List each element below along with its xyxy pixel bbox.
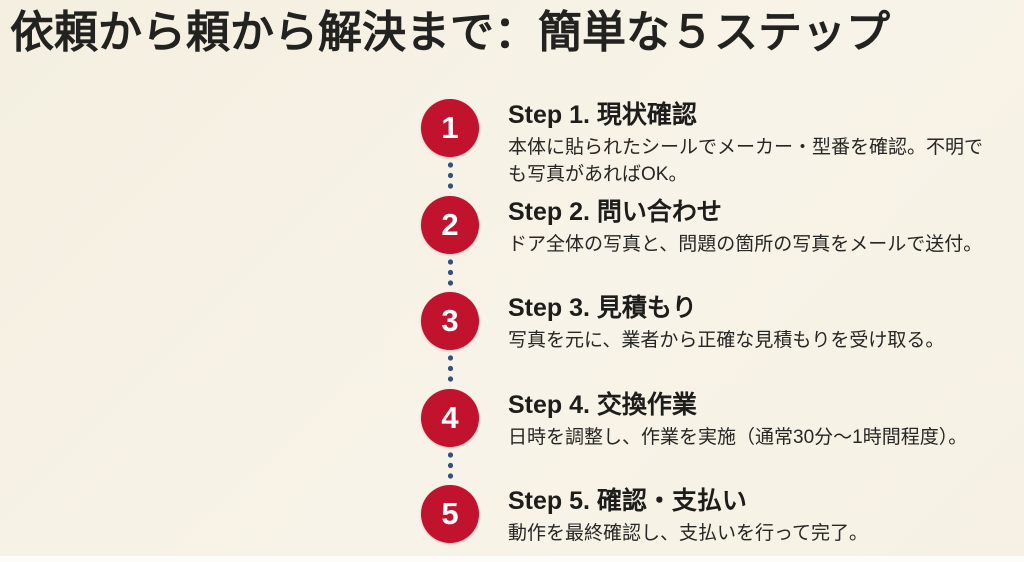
step-title: Step 1. 現状確認 <box>508 101 697 129</box>
step-content: Step 2. 問い合わせ ドア全体の写真と、問題の箇所の写真をメールで送付。 <box>479 196 999 258</box>
step-number: 3 <box>441 303 459 338</box>
step-item-3: 3 Step 3. 見積もり 写真を元に、業者から正確な見積もりを受け取る。 <box>421 292 1016 389</box>
step-number-badge: 2 <box>421 195 479 254</box>
step-item-2: 2 Step 2. 問い合わせ ドア全体の写真と、問題の箇所の写真をメールで送付… <box>421 195 1016 293</box>
step-title: Step 2. 問い合わせ <box>508 197 722 226</box>
dotted-connector <box>447 353 453 387</box>
step-number-badge: 1 <box>421 99 479 157</box>
step-description: 写真を元に、業者から正確な見積もりを受け取る。 <box>508 330 945 351</box>
step-number: 5 <box>441 496 459 531</box>
step-badge-column: 1 <box>421 99 479 196</box>
step-number-badge: 5 <box>421 485 479 543</box>
step-title: Step 4. 交換作業 <box>508 390 697 419</box>
dotted-connector <box>447 256 453 290</box>
step-number-badge: 4 <box>421 388 479 447</box>
page-title: 依頼から頼から解決まで：簡単な５ステップ <box>10 8 890 57</box>
dotted-connector <box>447 449 453 483</box>
step-item-4: 4 Step 4. 交換作業 日時を調整し、作業を実施（通常30分～1時間程度）… <box>421 388 1016 486</box>
step-description: ドア全体の写真と、問題の箇所の写真をメールで送付。 <box>508 233 983 255</box>
bottom-edge-strip <box>0 556 1024 562</box>
step-content: Step 1. 現状確認 本体に貼られたシールでメーカー・型番を確認。不明でも写… <box>479 99 999 188</box>
step-item-5: 5 Step 5. 確認・支払い 動作を最終確認し、支払いを行って完了。 <box>421 485 1016 562</box>
step-description: 本体に貼られたシールでメーカー・型番を確認。不明でも写真があればOK。 <box>508 137 984 185</box>
step-content: Step 5. 確認・支払い 動作を最終確認し、支払いを行って完了。 <box>479 485 999 547</box>
step-content: Step 4. 交換作業 日時を調整し、作業を実施（通常30分～1時間程度）。 <box>479 389 999 451</box>
dotted-connector <box>447 160 453 194</box>
step-badge-column: 2 <box>421 195 479 293</box>
step-description: 日時を調整し、作業を実施（通常30分～1時間程度）。 <box>508 426 968 448</box>
step-badge-column: 4 <box>421 388 479 486</box>
step-item-1: 1 Step 1. 現状確認 本体に貼られたシールでメーカー・型番を確認。不明で… <box>421 99 1016 196</box>
step-number: 4 <box>441 399 459 435</box>
step-description: 動作を最終確認し、支払いを行って完了。 <box>508 523 869 544</box>
step-badge-column: 3 <box>421 292 479 389</box>
step-number: 2 <box>441 206 459 242</box>
steps-timeline: 1 Step 1. 現状確認 本体に貼られたシールでメーカー・型番を確認。不明で… <box>421 99 1016 562</box>
step-number: 1 <box>441 110 459 145</box>
step-badge-column: 5 <box>421 485 479 543</box>
step-title: Step 5. 確認・支払い <box>508 487 747 515</box>
step-content: Step 3. 見積もり 写真を元に、業者から正確な見積もりを受け取る。 <box>479 292 999 354</box>
step-title: Step 3. 見積もり <box>508 294 697 322</box>
step-number-badge: 3 <box>421 292 479 350</box>
